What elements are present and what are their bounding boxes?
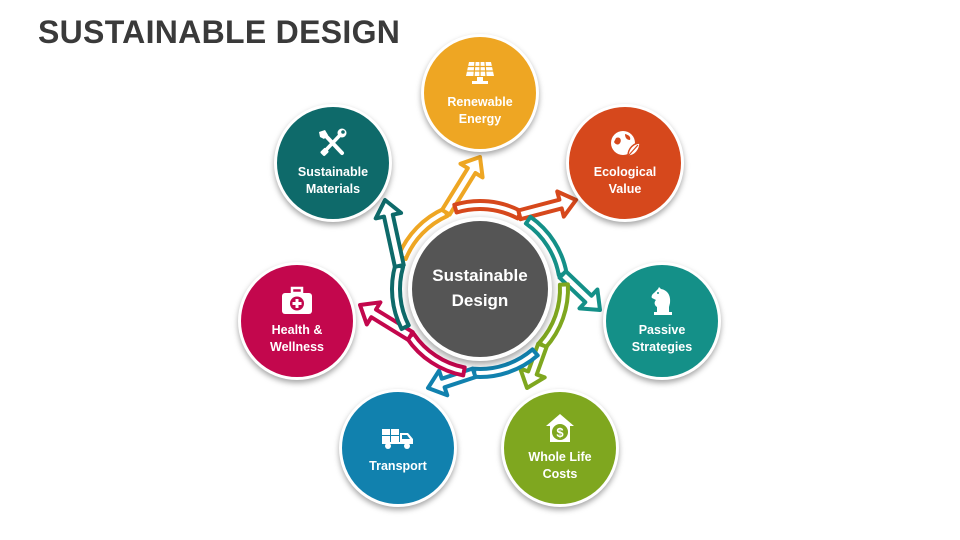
node-label: Passive Strategies bbox=[631, 323, 693, 354]
node-passive-strategies: Passive Strategies bbox=[603, 262, 721, 380]
node-label: Health & Wellness bbox=[270, 323, 324, 354]
node-label: Whole Life Costs bbox=[528, 450, 592, 481]
globe-leaf-icon bbox=[611, 131, 641, 157]
node-transport: Transport bbox=[339, 389, 457, 507]
node-label: Ecological Value bbox=[593, 165, 657, 196]
house-dollar-icon: $ bbox=[546, 414, 574, 443]
arrow-whole-life-costs bbox=[518, 341, 549, 390]
arrow-passive-strategies bbox=[557, 269, 602, 312]
node-label: Transport bbox=[369, 458, 427, 473]
page-title: SUSTAINABLE DESIGN bbox=[38, 14, 401, 50]
tools-icon bbox=[319, 128, 347, 157]
arrow-health-wellness bbox=[358, 300, 415, 342]
first-aid-kit-icon bbox=[282, 286, 312, 315]
center-hub: Sustainable Design bbox=[408, 217, 552, 361]
arrow-ecological-value bbox=[516, 189, 578, 222]
node-sustainable-materials: Sustainable Materials bbox=[274, 104, 392, 222]
arc-ecological-value bbox=[452, 199, 524, 221]
node-renewable-energy: Renewable Energy bbox=[421, 34, 539, 152]
node-label: Renewable Energy bbox=[447, 95, 513, 126]
chess-knight-icon bbox=[651, 287, 672, 316]
arrow-sustainable-materials bbox=[373, 198, 406, 269]
node-health-wellness: Health & Wellness bbox=[238, 262, 356, 380]
node-label: Sustainable Materials bbox=[297, 165, 369, 196]
node-ecological-value: Ecological Value bbox=[566, 104, 684, 222]
arrow-renewable-energy bbox=[440, 155, 485, 217]
svg-text:$: $ bbox=[556, 425, 564, 440]
node-whole-life-costs: $ Whole Life Costs bbox=[501, 389, 619, 507]
solar-panel-icon bbox=[466, 62, 494, 85]
truck-icon bbox=[382, 428, 413, 449]
